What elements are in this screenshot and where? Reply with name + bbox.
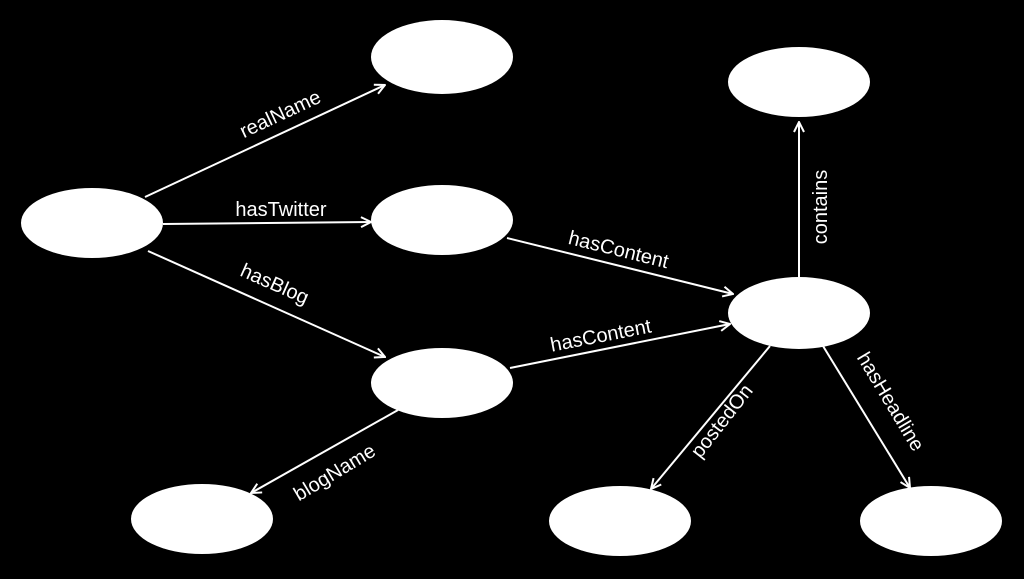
edge-has-twitter-label: hasTwitter bbox=[235, 199, 326, 221]
edge-blog-name-line bbox=[251, 409, 399, 493]
node-blog bbox=[371, 348, 513, 418]
edge-posted-on: postedOn bbox=[651, 345, 771, 489]
edge-has-headline: hasHeadline bbox=[822, 345, 928, 488]
node-content bbox=[728, 277, 870, 349]
edge-has-blog-line bbox=[147, 250, 385, 357]
node-blog-name bbox=[131, 484, 273, 554]
edge-blog-has-content: hasContent bbox=[509, 315, 730, 369]
edge-has-twitter-line bbox=[162, 222, 371, 224]
edge-has-blog-label: hasBlog bbox=[237, 260, 312, 309]
edge-has-twitter: hasTwitter bbox=[162, 199, 371, 224]
edge-has-blog: hasBlog bbox=[147, 250, 385, 357]
node-contained-item bbox=[728, 47, 870, 117]
node-post-date bbox=[549, 486, 691, 556]
node-real-name bbox=[371, 20, 513, 94]
node-twitter bbox=[371, 185, 513, 255]
edge-blog-has-content-line bbox=[509, 324, 730, 369]
edge-contains: contains bbox=[799, 122, 832, 278]
edge-blog-name-label: blogName bbox=[290, 440, 379, 506]
edge-has-headline-line bbox=[822, 345, 910, 488]
edge-posted-on-line bbox=[651, 345, 771, 489]
edge-posted-on-label: postedOn bbox=[687, 380, 758, 462]
edge-contains-label: contains bbox=[810, 170, 832, 245]
node-person bbox=[21, 188, 163, 258]
node-headline bbox=[860, 486, 1002, 556]
edge-real-name-line bbox=[144, 85, 385, 198]
edge-blog-name: blogName bbox=[251, 409, 399, 506]
edge-has-headline-label: hasHeadline bbox=[852, 349, 928, 456]
edge-twitter-has-content-line bbox=[506, 237, 733, 294]
edge-twitter-has-content: hasContent bbox=[506, 227, 733, 294]
edge-real-name: realName bbox=[144, 85, 385, 198]
nodes bbox=[21, 20, 1002, 556]
